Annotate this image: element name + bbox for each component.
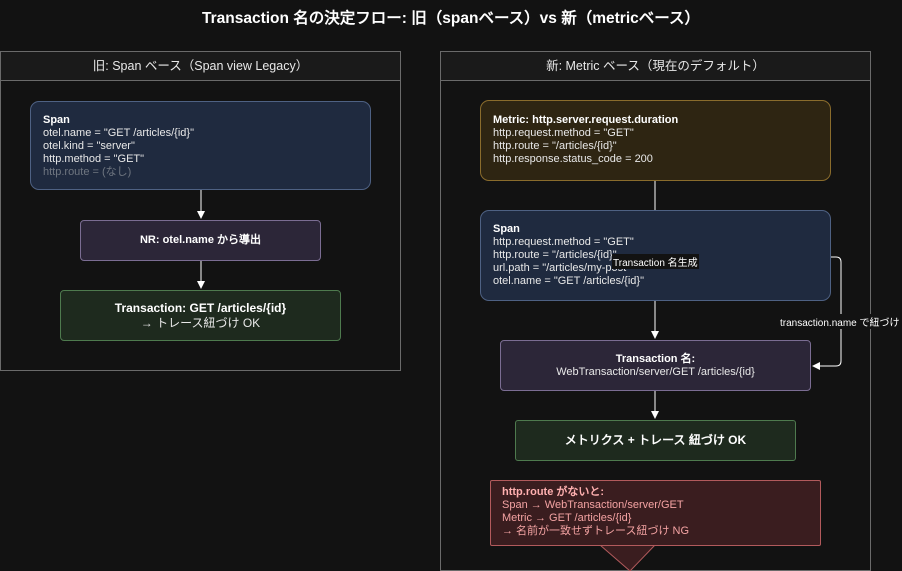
metric-node: Metric: http.server.request.duration htt… [480,100,831,181]
legacy-transaction-node: Transaction: GET /articles/{id} → トレース紐づ… [60,290,341,341]
legacy-span-attr: otel.kind = "server" [43,140,135,152]
nr-derive-label: NR: otel.name から導出 [139,234,261,246]
transaction-name-head: Transaction 名: [615,352,696,365]
missing-route-warning: http.route がないと: Span → WebTransaction/s… [490,480,821,546]
span-attr: url.path = "/articles/my-post" [493,262,631,274]
edge-label-link: transaction.name で紐づけ [779,314,901,329]
metric-attr: http.route = "/articles/{id}" [493,140,617,152]
metric-attr: http.request.method = "GET" [493,127,634,139]
legacy-span-missing-route: http.route = (なし) [43,166,132,178]
legacy-span-attr: otel.name = "GET /articles/{id}" [43,127,194,139]
legacy-trace-link-ok: → トレース紐づけ OK [140,315,261,330]
metrics-trace-linked-node: メトリクス + トレース 紐づけ OK [515,420,796,461]
transaction-name-node: Transaction 名: WebTransaction/server/GET… [500,340,811,391]
metric-head: Metric: http.server.request.duration [493,114,679,126]
span-attr: http.request.method = "GET" [493,236,634,248]
legacy-transaction-name: Transaction: GET /articles/{id} [114,300,287,315]
metric-attr: http.response.status_code = 200 [493,153,653,165]
warning-line: → 名前が一致せずトレース紐づけ NG [502,525,690,537]
warning-head: http.route がないと: [502,486,605,498]
warning-callout-tail [599,544,656,571]
transaction-name-value: WebTransaction/server/GET /articles/{id} [556,365,755,378]
legacy-span-attr: http.method = "GET" [43,153,145,165]
metrics-trace-linked-label: メトリクス + トレース 紐づけ OK [564,433,747,447]
nr-derive-node: NR: otel.name から導出 [80,220,321,261]
warning-line: Span → WebTransaction/server/GET [502,499,684,511]
span-head: Span [493,223,520,235]
warning-line: Metric → GET /articles/{id} [502,512,632,524]
left-panel-heading: 旧: Span ベース（Span view Legacy） [1,52,400,81]
span-attr: http.route = "/articles/{id}" [493,249,617,261]
edge-label-generate: Transaction 名生成 [612,254,699,269]
page-title: Transaction 名の決定フロー: 旧（spanベース）vs 新（metr… [202,10,700,27]
right-panel-heading: 新: Metric ベース（現在のデフォルト） [441,52,870,81]
arrow-span-to-txname [812,256,842,370]
legacy-span-node: Span otel.name = "GET /articles/{id}" ot… [30,101,371,190]
span-attr: otel.name = "GET /articles/{id}" [493,275,644,287]
legacy-span-head: Span [43,114,70,126]
